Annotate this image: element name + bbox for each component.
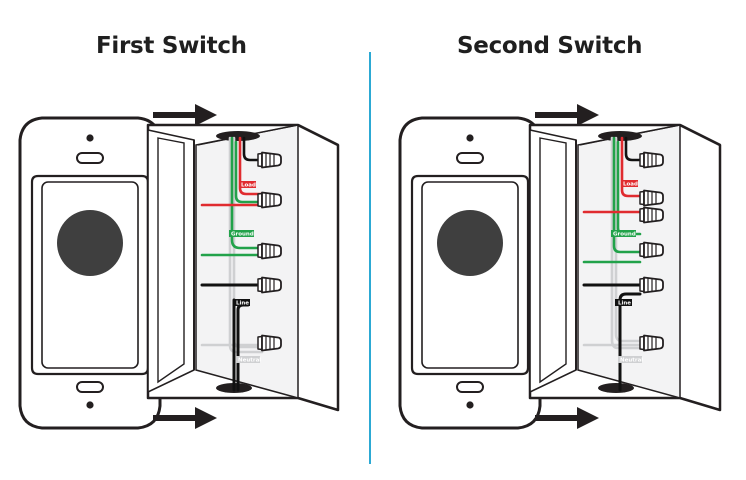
second-electrical-box (528, 123, 722, 412)
panel-divider (369, 52, 371, 464)
first-bottom-arrow (153, 407, 217, 429)
first-top-arrow (153, 104, 217, 126)
second-wire-labels: Load Ground Line Neutral (611, 180, 643, 364)
second-bottom-arrow (535, 407, 599, 429)
second-load-label: Load (623, 182, 638, 188)
first-switch-title: First Switch (96, 33, 247, 59)
first-switch-assembly: Load Ground Line Neutral (18, 104, 340, 430)
second-wall-plate (398, 116, 542, 430)
second-switch-title: Second Switch (457, 33, 643, 59)
second-neutral-label: Neutral (620, 358, 643, 364)
first-ground-label: Ground (231, 232, 254, 238)
first-wall-plate (18, 116, 162, 430)
first-load-label: Load (241, 183, 256, 189)
second-top-arrow (535, 104, 599, 126)
first-line-label: Line (236, 301, 249, 307)
second-ground-label: Ground (613, 232, 636, 238)
second-line-label: Line (618, 301, 631, 307)
first-neutral-label: Neutral (238, 358, 261, 364)
first-wire-labels: Load Ground Line Neutral (229, 181, 261, 364)
second-wiring (582, 136, 642, 392)
second-switch-assembly: Load Ground Line Neutral (398, 104, 722, 430)
first-electrical-box (146, 123, 340, 412)
